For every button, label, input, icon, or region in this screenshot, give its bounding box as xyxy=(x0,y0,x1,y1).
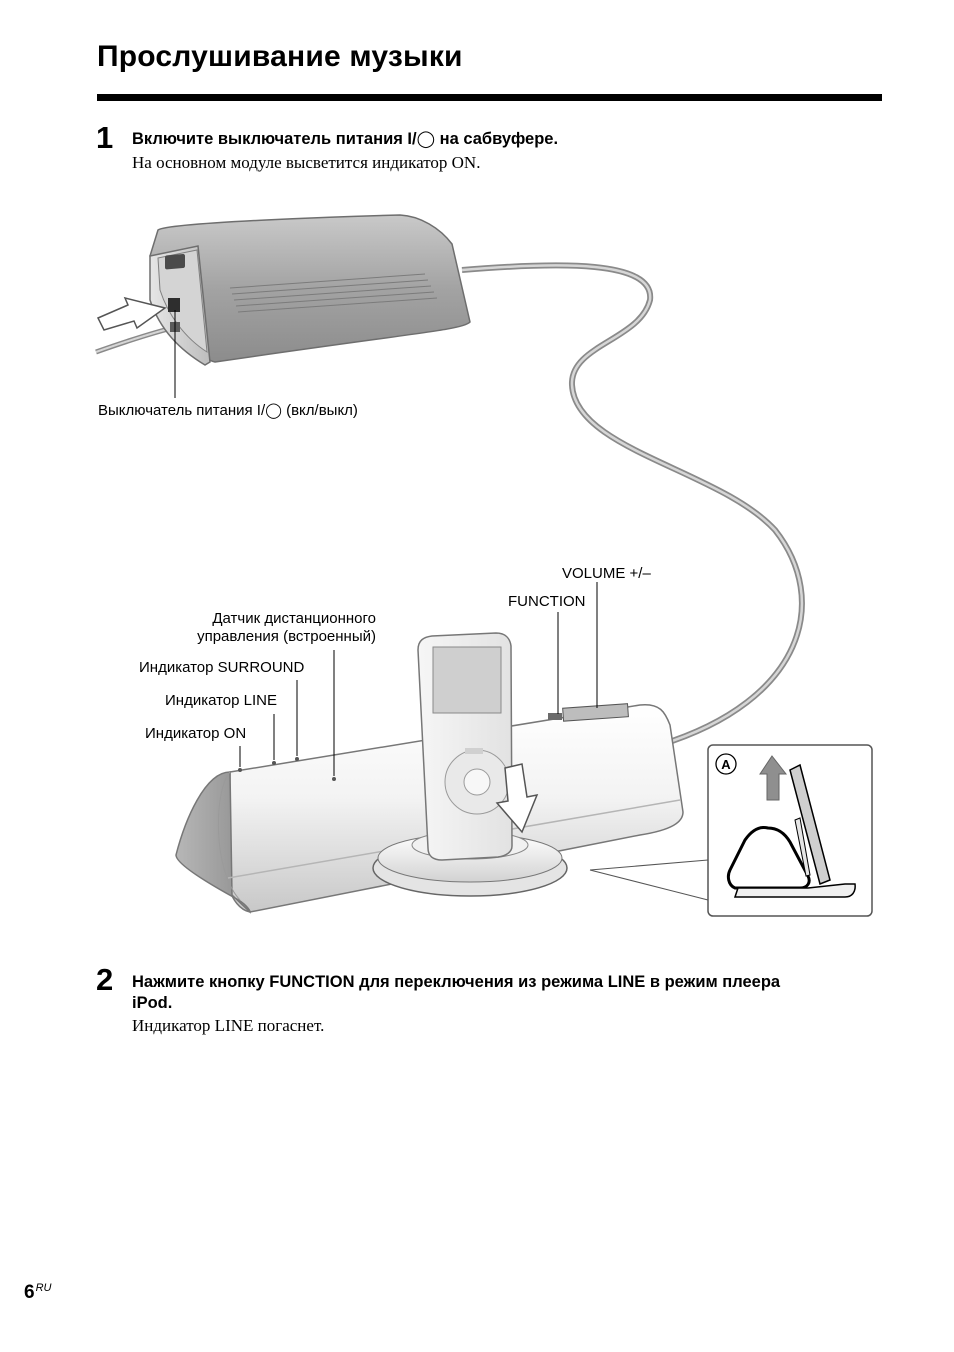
lift-arrow-icon xyxy=(759,755,788,801)
power-switch-label: Выключатель питания I/◯ (вкл/выкл) xyxy=(98,402,358,419)
step-1-body: На основном модуле высветится индикатор … xyxy=(132,153,481,172)
volume-label: VOLUME +/– xyxy=(562,565,651,582)
inset-marker: A xyxy=(721,757,731,772)
connection-cable xyxy=(461,262,805,748)
step-2-body: Индикатор LINE погаснет. xyxy=(132,1016,325,1035)
remote-sensor-label-line2: управления (встроенный) xyxy=(197,628,376,645)
insert-arrow xyxy=(495,763,539,834)
surround-label: Индикатор SURROUND xyxy=(139,659,304,676)
push-arrow xyxy=(96,296,167,331)
remote-sensor-label-line1: Датчик дистанционного xyxy=(212,610,376,627)
inset-detail: A xyxy=(707,744,873,917)
surround-indicator xyxy=(295,757,299,761)
remote-sensor xyxy=(332,777,336,781)
on-label: Индикатор ON xyxy=(145,725,246,742)
page-number-value: 6 xyxy=(24,1282,35,1303)
title-rule xyxy=(97,94,882,101)
line-label: Индикатор LINE xyxy=(165,692,277,709)
page-number: 6RU xyxy=(24,1282,51,1304)
subwoofer xyxy=(149,214,471,366)
power-switch xyxy=(168,298,180,312)
page-number-suffix: RU xyxy=(35,1282,52,1294)
step-2-heading-line1: Нажмите кнопку FUNCTION для переключения… xyxy=(132,973,781,991)
ipod xyxy=(417,632,513,861)
step-1-number: 1 xyxy=(96,120,114,155)
step-2-heading-line2: iPod. xyxy=(132,994,173,1012)
step-2-number: 2 xyxy=(96,962,114,997)
page-title: Прослушивание музыки xyxy=(97,40,463,73)
step-1-heading: Включите выключатель питания I/◯ на сабв… xyxy=(132,130,559,148)
function-label: FUNCTION xyxy=(508,593,586,610)
on-indicator xyxy=(238,768,242,772)
line-indicator xyxy=(272,761,276,765)
function-button xyxy=(548,713,562,720)
volume-buttons xyxy=(562,703,629,722)
